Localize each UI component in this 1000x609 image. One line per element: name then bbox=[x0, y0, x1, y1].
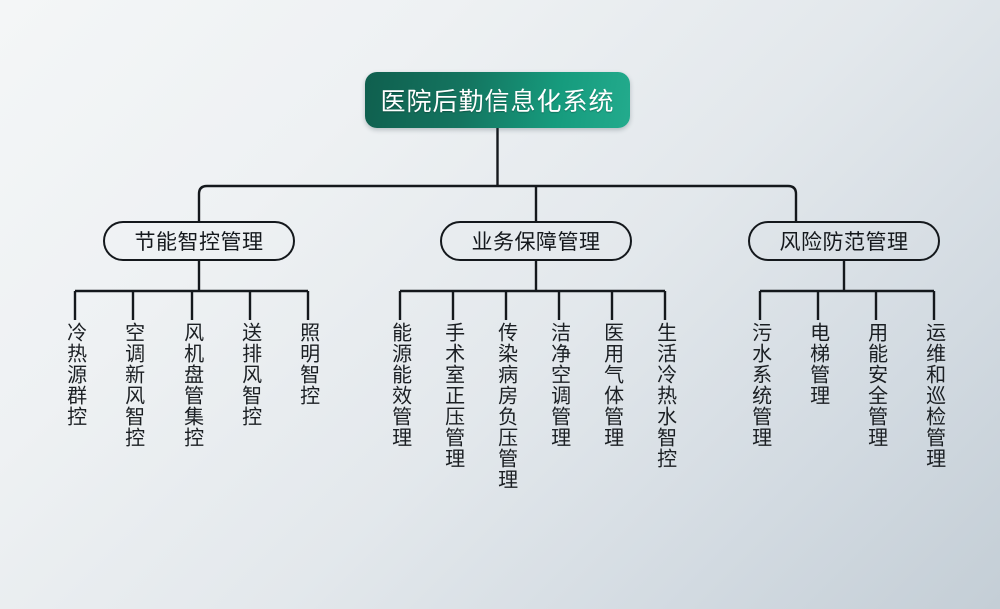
leaf-node[interactable]: 冷热源群控 bbox=[62, 322, 88, 427]
leaf-node[interactable]: 电梯管理 bbox=[805, 322, 831, 406]
leaf-node[interactable]: 用能安全管理 bbox=[863, 322, 889, 448]
leaf-node[interactable]: 医用气体管理 bbox=[599, 322, 625, 448]
leaf-node[interactable]: 污水系统管理 bbox=[747, 322, 773, 448]
leaf-node-label: 洁净空调管理 bbox=[547, 322, 570, 448]
root-node[interactable]: 医院后勤信息化系统 bbox=[365, 72, 630, 128]
leaf-node-label: 电梯管理 bbox=[806, 322, 829, 406]
leaf-node-label: 空调新风智控 bbox=[121, 322, 144, 448]
leaf-node[interactable]: 能源能效管理 bbox=[387, 322, 413, 448]
branch-node-label: 节能智控管理 bbox=[134, 231, 264, 254]
leaf-node[interactable]: 生活冷热水智控 bbox=[652, 322, 678, 469]
leaf-node-label: 照明智控 bbox=[296, 322, 319, 406]
leaf-node[interactable]: 手术室正压管理 bbox=[440, 322, 466, 469]
leaf-node[interactable]: 传染病房负压管理 bbox=[493, 322, 519, 490]
leaf-node-label: 送排风智控 bbox=[238, 322, 261, 427]
leaf-node[interactable]: 照明智控 bbox=[295, 322, 321, 406]
root-node-label: 医院后勤信息化系统 bbox=[380, 88, 615, 116]
leaf-node-label: 污水系统管理 bbox=[748, 322, 771, 448]
branch-node-label: 业务保障管理 bbox=[471, 231, 601, 254]
leaf-node-label: 生活冷热水智控 bbox=[653, 322, 676, 469]
leaf-node-label: 用能安全管理 bbox=[864, 322, 887, 448]
leaf-node[interactable]: 风机盘管集控 bbox=[179, 322, 205, 448]
leaf-node-label: 风机盘管集控 bbox=[180, 322, 203, 448]
leaf-node[interactable]: 洁净空调管理 bbox=[546, 322, 572, 448]
leaf-node-label: 运维和巡检管理 bbox=[922, 322, 945, 469]
level1-bus bbox=[197, 184, 798, 221]
leaf-node-label: 传染病房负压管理 bbox=[494, 322, 517, 490]
leaf-node-label: 医用气体管理 bbox=[600, 322, 623, 448]
branch-node-business[interactable]: 业务保障管理 bbox=[440, 221, 632, 261]
leaf-node[interactable]: 运维和巡检管理 bbox=[921, 322, 947, 469]
leaf-node-label: 手术室正压管理 bbox=[441, 322, 464, 469]
leaf-node[interactable]: 送排风智控 bbox=[237, 322, 263, 427]
leaf-node-label: 能源能效管理 bbox=[388, 322, 411, 448]
branch-node-label: 风险防范管理 bbox=[779, 231, 909, 254]
branch-node-risk[interactable]: 风险防范管理 bbox=[748, 221, 940, 261]
leaf-node[interactable]: 空调新风智控 bbox=[120, 322, 146, 448]
branch-node-energy[interactable]: 节能智控管理 bbox=[103, 221, 295, 261]
leaf-node-label: 冷热源群控 bbox=[63, 322, 86, 427]
